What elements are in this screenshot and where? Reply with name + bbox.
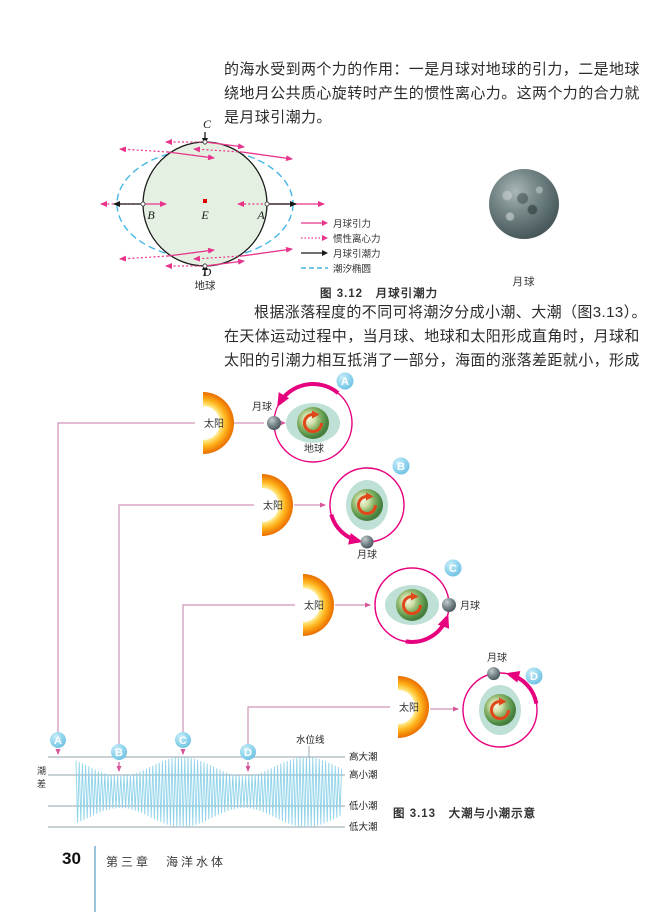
- moon-photo-caption: 月球: [512, 276, 536, 288]
- legend-row-tidal-ellipse: 潮汐椭圆: [301, 260, 381, 275]
- level-high-spring: 高大潮: [349, 751, 378, 763]
- legend-label-tidal-ellipse: 潮汐椭圆: [333, 263, 372, 275]
- para2-line-2: 在天体运动过程中，当月球、地球和太阳形成直角时，月球和: [224, 328, 640, 345]
- chart-badge-c: C: [179, 735, 187, 747]
- earth-b: [349, 487, 385, 523]
- para2-line-3: 太阳的引潮力相互抵消了一部分，海面的涨落差距就小，形成: [224, 352, 640, 369]
- orbit-direction-arrows: [277, 382, 539, 705]
- intro-paragraph: 的海水受到两个力的作用：一是月球对地球的引力，二是地球 绕地月公共质心旋转时产生…: [224, 58, 640, 130]
- chart-badge-a: A: [54, 735, 62, 747]
- moons: [267, 416, 501, 681]
- legend-row-tidal-force: 月球引潮力: [301, 245, 381, 260]
- earth-c: [394, 587, 430, 623]
- sun-label-d: 太阳: [399, 701, 419, 714]
- badge-b: B: [397, 461, 405, 473]
- moon-label-d: 月球: [487, 651, 507, 664]
- tide-wave-path: [75, 756, 343, 828]
- fig-3-12-legend: 月球引力 惯性离心力 月球引潮力 潮汐椭圆: [301, 215, 381, 275]
- connector-lines: [57, 422, 390, 744]
- footer-divider: [94, 846, 96, 912]
- chart-badge-b: B: [115, 747, 123, 759]
- legend-label-centrifugal: 惯性离心力: [333, 233, 381, 245]
- moon-label-a: 月球: [252, 400, 272, 413]
- water-level-label: 水位线: [296, 734, 325, 746]
- para2-line-1: 根据涨落程度的不同可将潮汐分成小潮、大潮（图3.13）。: [254, 304, 647, 321]
- fig-3-12-diagram: C D B A E 地球: [100, 117, 325, 292]
- point-label-e: E: [200, 208, 209, 222]
- moon-photo: [489, 169, 559, 239]
- dashed-blue-line-icon: [301, 266, 328, 269]
- para2: 根据涨落程度的不同可将潮汐分成小潮、大潮（图3.13）。 在天体运动过程中，当月…: [224, 301, 647, 373]
- level-low-spring: 低大潮: [349, 821, 378, 833]
- chart-badge-d: D: [244, 747, 252, 759]
- sun-label-a: 太阳: [204, 417, 224, 430]
- black-arrow-icon: [301, 249, 328, 256]
- badge-d: D: [530, 671, 538, 683]
- solid-pink-arrow-icon: [301, 219, 328, 226]
- earth-a: [295, 405, 331, 441]
- intro-line-1: 的海水受到两个力的作用：一是月球对地球的引力，二是地球: [224, 61, 640, 78]
- chapter-title: 第三章 海洋水体: [106, 855, 227, 869]
- point-label-a: A: [256, 208, 265, 222]
- point-label-b: B: [147, 208, 155, 222]
- earth-label-313: 地球: [304, 442, 324, 455]
- tidal-range-label: 潮差: [36, 765, 46, 792]
- dotted-pink-arrow-icon: [301, 234, 328, 241]
- surface-points: [140, 139, 270, 269]
- fig-3-13-caption: 图 3.13 大潮与小潮示意: [393, 808, 537, 820]
- level-low-neap: 低小潮: [349, 800, 378, 812]
- legend-label-lunar-gravity: 月球引力: [333, 218, 372, 230]
- moon-label-b: 月球: [357, 548, 377, 561]
- page-number: 30: [62, 849, 81, 868]
- badge-c: C: [449, 563, 457, 575]
- config-badges: A B C D: [336, 372, 543, 685]
- legend-label-tidal-force: 月球引潮力: [333, 248, 381, 260]
- point-label-c: C: [203, 117, 212, 131]
- tide-chart: 水位线 高大潮 高小潮 低小潮 低大潮 潮差 A B C: [36, 732, 378, 833]
- sun-rays: [234, 420, 459, 712]
- fig-3-13-diagram: 太阳 太阳 太阳 太阳: [36, 372, 543, 833]
- fig-3-12-caption: 图 3.12 月球引潮力: [320, 288, 439, 300]
- sun-label-b: 太阳: [263, 499, 283, 512]
- earth-label-312: 地球: [195, 279, 216, 292]
- earth-d: [482, 692, 518, 728]
- point-label-d: D: [202, 265, 212, 279]
- earth-center-dot: [203, 199, 207, 203]
- intro-line-2: 绕地月公共质心旋转时产生的惯性离心力。这两个力的合力就: [224, 85, 640, 102]
- intro-line-3: 是月球引潮力。: [224, 109, 332, 126]
- sun-label-c: 太阳: [304, 599, 324, 612]
- moon-label-c: 月球: [460, 599, 480, 612]
- legend-row-lunar-gravity: 月球引力: [301, 215, 381, 230]
- tidal-force-arrows: [113, 132, 297, 276]
- level-high-neap: 高小潮: [349, 769, 378, 781]
- badge-a: A: [341, 376, 349, 388]
- legend-row-centrifugal: 惯性离心力: [301, 230, 381, 245]
